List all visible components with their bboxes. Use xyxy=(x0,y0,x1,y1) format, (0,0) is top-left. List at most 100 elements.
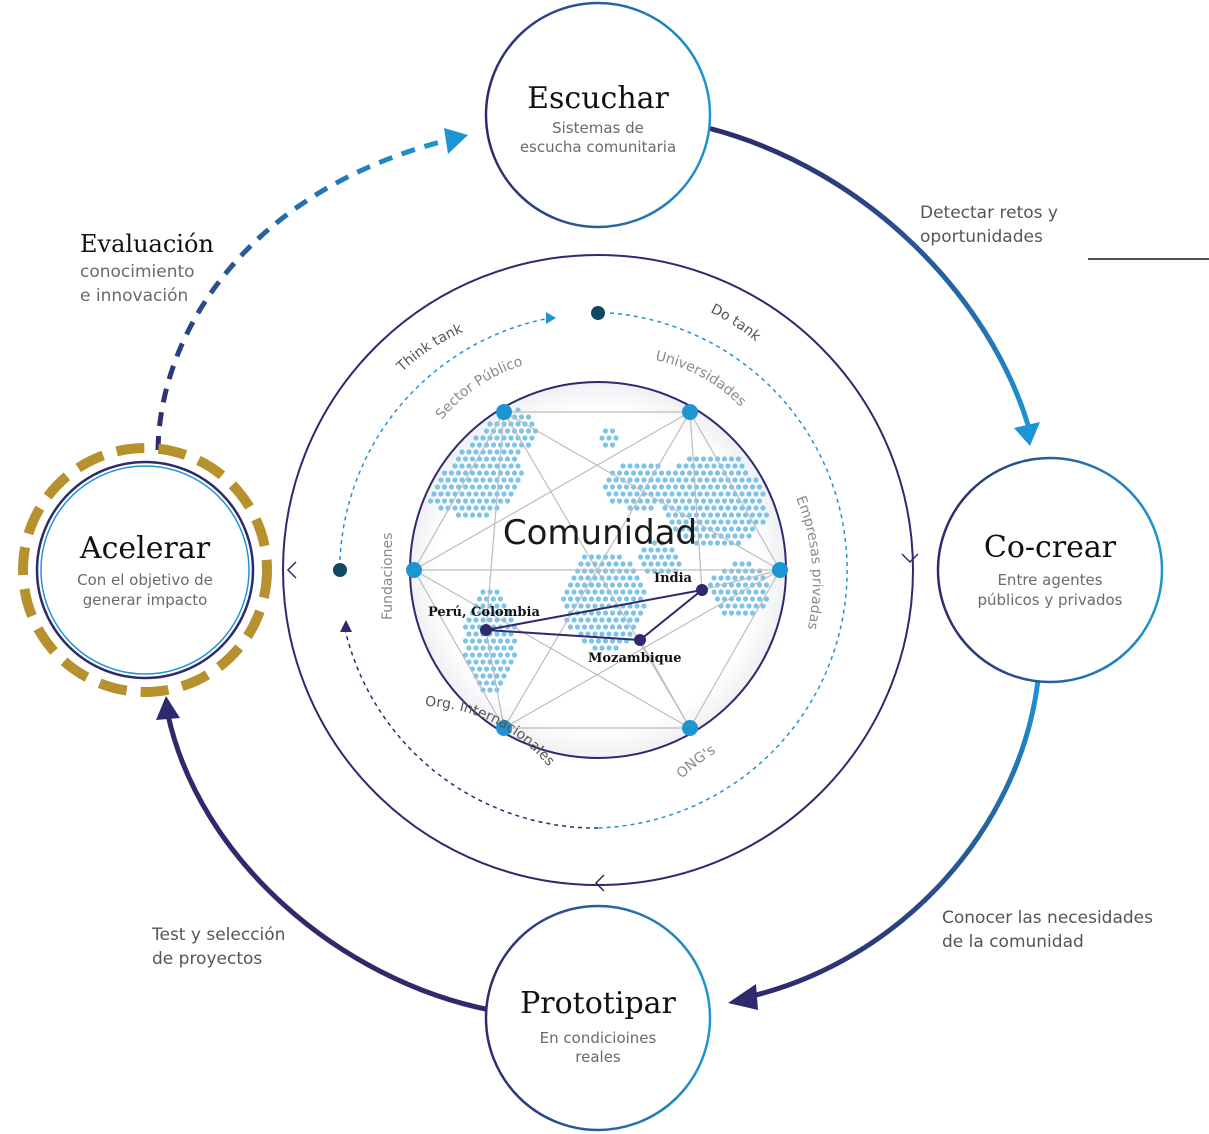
map-dot xyxy=(522,435,528,441)
map-dot xyxy=(627,505,633,511)
map-dot xyxy=(497,484,504,490)
map-dot xyxy=(728,456,735,462)
map-dot xyxy=(497,596,504,602)
map-dot xyxy=(739,519,745,525)
map-dot xyxy=(672,484,679,490)
map-dot xyxy=(515,477,521,483)
map-dot xyxy=(578,575,584,581)
map-dot xyxy=(718,491,724,497)
map-dot xyxy=(480,491,486,497)
map-dot xyxy=(704,477,710,483)
map-dot xyxy=(749,596,756,602)
map-dot xyxy=(469,484,476,490)
agent-node-ongs xyxy=(682,720,698,736)
map-dot xyxy=(434,498,441,504)
map-dot xyxy=(721,596,728,602)
map-dot xyxy=(739,603,745,609)
place-label-mozambique: Mozambique xyxy=(588,651,681,666)
map-dot xyxy=(480,659,486,665)
map-dot xyxy=(655,491,661,497)
map-dot xyxy=(606,645,612,651)
map-dot xyxy=(683,533,689,539)
map-dot xyxy=(641,603,647,609)
map-dot xyxy=(735,470,742,476)
map-dot xyxy=(473,659,479,665)
map-dot xyxy=(466,631,472,637)
map-dot xyxy=(749,512,756,518)
map-dot xyxy=(707,582,714,588)
map-dot xyxy=(487,421,493,427)
map-dot xyxy=(746,519,752,525)
map-dot xyxy=(655,547,661,553)
map-dot xyxy=(508,659,514,665)
map-dot xyxy=(620,631,626,637)
ring-label-ongs: ONG's xyxy=(674,742,719,782)
map-dot xyxy=(606,491,612,497)
map-dot xyxy=(483,484,490,490)
agent-node-fundaciones xyxy=(406,562,422,578)
map-dot xyxy=(483,666,490,672)
map-dot xyxy=(476,596,483,602)
map-dot xyxy=(651,554,658,560)
map-dot xyxy=(599,617,605,623)
map-dot xyxy=(672,498,679,504)
map-dot xyxy=(665,470,672,476)
map-dot xyxy=(487,491,493,497)
map-dot xyxy=(476,666,483,672)
map-dot xyxy=(669,477,675,483)
map-dot xyxy=(655,561,661,567)
map-dot xyxy=(487,477,493,483)
map-dot xyxy=(581,554,588,560)
map-dot xyxy=(609,442,616,448)
map-dot xyxy=(732,533,738,539)
map-dot xyxy=(480,463,486,469)
map-dot xyxy=(676,561,682,567)
flow-label-detectar-1: Detectar retos y xyxy=(920,203,1058,223)
stage-prototipar: Prototipar En condicioines reales xyxy=(484,904,712,1132)
map-dot xyxy=(725,603,731,609)
map-dot xyxy=(742,512,749,518)
agent-node-org xyxy=(496,720,512,736)
map-dot xyxy=(613,477,619,483)
map-dot xyxy=(700,484,707,490)
map-dot xyxy=(753,589,759,595)
map-dot xyxy=(732,519,738,525)
map-dot xyxy=(753,603,759,609)
map-dot xyxy=(620,561,626,567)
map-dot xyxy=(634,603,640,609)
stage-prototipar-sub1: En condicioines xyxy=(540,1029,657,1047)
map-dot xyxy=(746,477,752,483)
map-dot xyxy=(690,491,696,497)
map-dot xyxy=(504,610,511,616)
map-dot xyxy=(476,610,483,616)
map-dot xyxy=(623,470,630,476)
map-dot xyxy=(609,610,616,616)
arrow-head-cocrear xyxy=(1014,422,1040,446)
map-dot xyxy=(637,470,644,476)
map-dot xyxy=(602,442,609,448)
map-dot xyxy=(721,610,728,616)
map-dot xyxy=(679,470,686,476)
map-dot xyxy=(707,512,714,518)
map-dot xyxy=(697,505,703,511)
map-dot xyxy=(725,533,731,539)
map-dot xyxy=(487,673,493,679)
map-dot xyxy=(690,505,696,511)
map-dot xyxy=(518,414,525,420)
map-dot xyxy=(676,491,682,497)
map-dot xyxy=(592,645,598,651)
map-dot xyxy=(707,470,714,476)
map-dot xyxy=(732,589,738,595)
map-dot xyxy=(704,533,710,539)
map-dot xyxy=(686,498,693,504)
map-dot xyxy=(616,568,623,574)
map-dot xyxy=(585,575,591,581)
flow-label-detectar-2: oportunidades xyxy=(920,227,1043,247)
map-dot xyxy=(445,491,451,497)
map-dot xyxy=(525,414,532,420)
map-dot xyxy=(508,491,514,497)
map-dot xyxy=(515,407,521,413)
orbit-dot-left xyxy=(333,563,347,577)
map-dot xyxy=(581,638,588,644)
map-dot xyxy=(623,498,630,504)
